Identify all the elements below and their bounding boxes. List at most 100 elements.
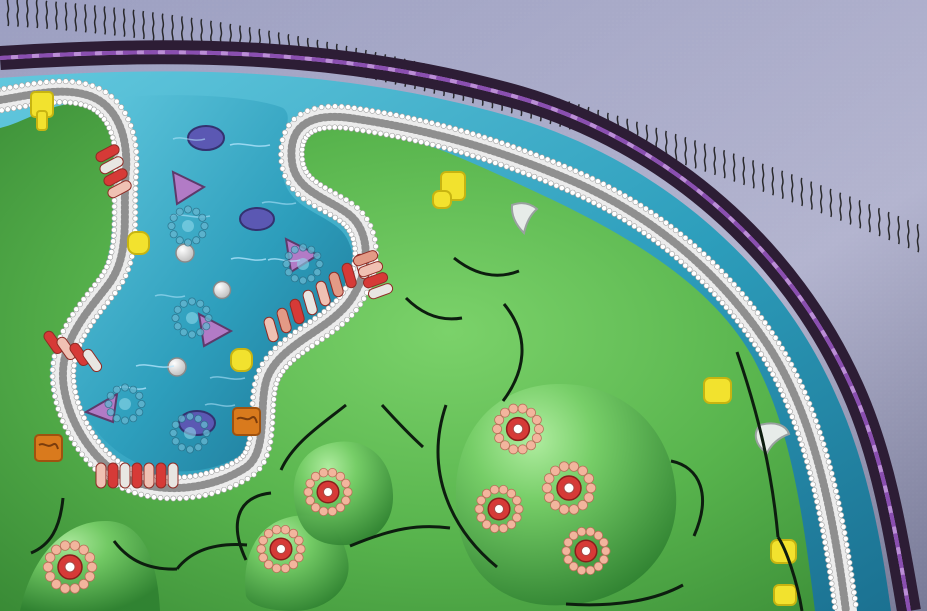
lipid-head: [301, 196, 306, 201]
lipid-head: [283, 337, 288, 342]
membrane-protein-icon: [704, 378, 731, 403]
lipid-head: [767, 367, 772, 372]
lipid-head: [339, 104, 344, 109]
lipid-head: [278, 152, 283, 157]
lipid-head: [673, 228, 678, 233]
lipid-head: [303, 323, 308, 328]
lipid-head: [65, 430, 70, 435]
molecule-icon: [176, 244, 194, 262]
lipid-head: [697, 247, 702, 252]
lipid-head: [224, 463, 229, 468]
lipid-head: [299, 152, 304, 157]
lipid-head: [322, 125, 327, 130]
lipid-head: [573, 168, 578, 173]
lipid-head: [738, 323, 743, 328]
lipid-head: [395, 134, 400, 139]
lipid-head: [354, 307, 359, 312]
lipid-head: [300, 157, 305, 162]
lipid-head: [521, 170, 526, 175]
lipid-head: [298, 112, 303, 117]
lipid-head: [706, 256, 711, 261]
lipid-head: [25, 82, 30, 87]
lipid-head: [345, 105, 350, 110]
lipid-head: [264, 356, 269, 361]
lipid-head: [364, 217, 369, 222]
lipid-head: [77, 405, 82, 410]
lipid-head: [785, 403, 790, 408]
lipid-head: [260, 362, 265, 367]
lipid-head: [715, 264, 720, 269]
lipid-head: [612, 211, 617, 216]
lipid-head: [735, 318, 740, 323]
lipid-head: [744, 296, 749, 301]
lipid-head: [56, 406, 61, 411]
lipid-head: [352, 105, 357, 110]
lipid-head: [106, 260, 111, 265]
lipid-head: [841, 524, 846, 529]
lipid-head: [279, 145, 284, 150]
lipid-head: [441, 123, 446, 128]
lipid-head: [806, 465, 811, 470]
lipid-head: [133, 198, 138, 203]
molecule-icon: [188, 126, 224, 150]
lipid-head: [736, 287, 741, 292]
lipid-head: [317, 206, 322, 211]
lipid-head: [310, 343, 315, 348]
lipid-head: [801, 448, 806, 453]
lipid-head: [219, 466, 224, 471]
lipid-head: [797, 378, 802, 383]
lipid-head: [271, 402, 276, 407]
lipid-head: [370, 230, 375, 235]
lipid-head: [812, 488, 817, 493]
lipid-head: [831, 477, 836, 482]
lipid-head: [430, 142, 435, 147]
lipid-head: [818, 516, 823, 521]
lipid-head: [406, 115, 411, 120]
lipid-head: [73, 389, 78, 394]
lipid-head: [794, 373, 799, 378]
lipid-head: [145, 493, 150, 498]
lipid-head: [653, 213, 658, 218]
lipid-head: [133, 210, 138, 215]
lipid-head: [795, 431, 800, 436]
lipid-head: [769, 330, 774, 335]
lipid-head: [278, 341, 283, 346]
lipid-head: [328, 188, 333, 193]
lipid-head: [326, 104, 331, 109]
lipid-head: [77, 302, 82, 307]
lipid-head: [370, 108, 375, 113]
lipid-head: [850, 578, 855, 583]
lipid-head: [111, 239, 116, 244]
lipid-head: [227, 485, 232, 490]
lipid-head: [344, 197, 349, 202]
lipid-head: [606, 184, 611, 189]
lipid-head: [343, 125, 348, 130]
lipid-head: [295, 192, 300, 197]
lipid-head: [526, 172, 531, 177]
lipid-head: [2, 86, 7, 91]
lipid-head: [778, 387, 783, 392]
lipid-head: [539, 155, 544, 160]
lipid-head: [203, 493, 208, 498]
lipid-head: [413, 138, 418, 143]
lipid-head: [239, 479, 244, 484]
lipid-head: [79, 410, 84, 415]
lipid-head: [852, 596, 857, 601]
lipid-head: [447, 125, 452, 130]
lipid-head: [288, 333, 293, 338]
lipid-head: [112, 210, 117, 215]
lipid-head: [394, 113, 399, 118]
lipid-head: [827, 569, 832, 574]
lipid-head: [388, 111, 393, 116]
lipid-head: [602, 206, 607, 211]
lipid-head: [411, 116, 416, 121]
lipid-head: [637, 227, 642, 232]
lipid-head: [481, 157, 486, 162]
lipid-head: [76, 447, 81, 452]
lipid-head: [63, 79, 68, 84]
lipid-head: [90, 430, 95, 435]
lipid-head: [401, 136, 406, 141]
lipid-head: [272, 391, 277, 396]
lipid-head: [133, 143, 138, 148]
